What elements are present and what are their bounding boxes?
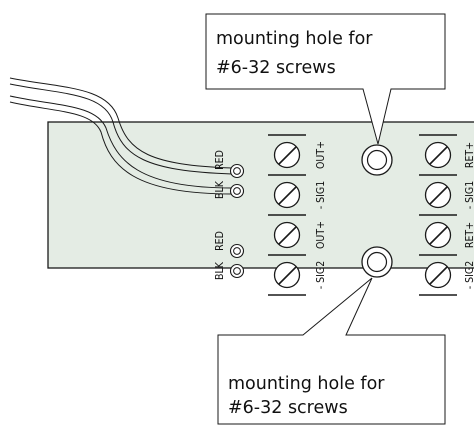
wire-hole-red-upper bbox=[229, 163, 245, 179]
screw-terminal bbox=[424, 141, 452, 169]
label-ret-plus-2: RET+ bbox=[464, 222, 474, 248]
terminal-block-left bbox=[268, 134, 306, 296]
label-red-lower: RED bbox=[214, 231, 226, 251]
screw-terminal bbox=[273, 181, 301, 209]
label-sig1-left: - SIG1 bbox=[315, 181, 327, 210]
wire-hole-blk-lower bbox=[229, 263, 245, 279]
cable-lower bbox=[9, 95, 233, 195]
callout-bottom-line2: #6-32 screws bbox=[228, 398, 348, 418]
screw-terminal bbox=[424, 221, 452, 249]
cable-upper bbox=[9, 77, 233, 175]
terminal-block-right bbox=[419, 134, 457, 296]
screw-terminal bbox=[273, 261, 301, 289]
screw-terminal bbox=[424, 261, 452, 289]
screw-terminal bbox=[424, 181, 452, 209]
label-blk-lower: BLK bbox=[214, 261, 226, 280]
callout-top: mounting hole for #6-32 screws bbox=[205, 13, 446, 145]
callout-bottom: mounting hole for #6-32 screws bbox=[217, 277, 446, 425]
label-ret-plus-1: RET+ bbox=[464, 142, 474, 168]
screw-terminal bbox=[273, 141, 301, 169]
label-sig2-left: - SIG2 bbox=[315, 261, 327, 290]
label-out-plus-1: OUT+ bbox=[315, 141, 327, 169]
wire-hole-red-lower bbox=[229, 243, 245, 259]
label-sig1-right: - SIG1 bbox=[464, 181, 474, 210]
screw-terminal bbox=[273, 221, 301, 249]
label-blk-upper: BLK bbox=[214, 180, 226, 199]
mounting-hole-bottom bbox=[361, 246, 393, 278]
callout-top-line2: #6-32 screws bbox=[216, 58, 336, 78]
label-sig2-right: - SIG2 bbox=[464, 261, 474, 290]
callout-top-line1: mounting hole for bbox=[216, 29, 373, 49]
label-out-plus-2: OUT+ bbox=[315, 221, 327, 249]
circuit-board bbox=[47, 121, 474, 269]
wire-hole-blk-upper bbox=[229, 183, 245, 199]
callout-bottom-line1: mounting hole for bbox=[228, 374, 385, 394]
label-red-upper: RED bbox=[214, 150, 226, 170]
mounting-hole-top bbox=[361, 144, 393, 176]
